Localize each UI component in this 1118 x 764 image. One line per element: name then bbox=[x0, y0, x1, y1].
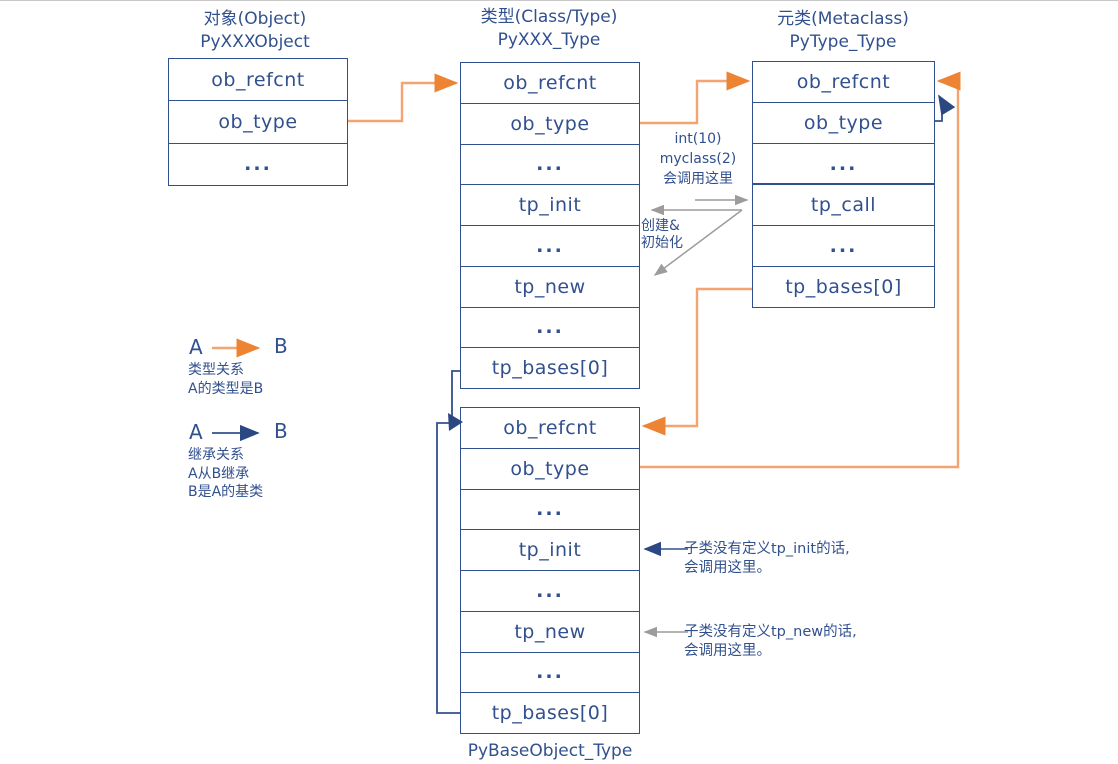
tp-new-note-line1: 子类没有定义tp_new的话, bbox=[684, 624, 857, 640]
inherit-line-class-tpbases bbox=[451, 370, 460, 422]
call-note-line1: int(10) bbox=[674, 131, 722, 147]
object-column-title: 对象(Object) PyXXXObject bbox=[145, 8, 365, 54]
metaclass-column-title: 元类(Metaclass) PyType_Type bbox=[733, 8, 953, 54]
type-arrow-class-to-metaclass bbox=[640, 71, 751, 125]
inherit-line-base-tpbases-loop bbox=[436, 422, 460, 714]
field-row-tp-call: tp_call bbox=[753, 183, 934, 225]
tp-init-note-line2: 会调用这里。 bbox=[684, 560, 771, 576]
call-note: int(10) myclass(2) 会调用这里 bbox=[645, 129, 751, 189]
class-box: ob_refcnt ob_type ... tp_init ... tp_new… bbox=[460, 62, 640, 389]
object-box: ob_refcnt ob_type ... bbox=[168, 58, 348, 186]
base-box: ob_refcnt ob_type ... tp_init ... tp_new… bbox=[460, 407, 640, 734]
call-note-line2: myclass(2) bbox=[659, 151, 737, 167]
field-row-ellipsis: ... bbox=[461, 225, 639, 266]
field-row-ellipsis: ... bbox=[753, 225, 934, 266]
legend-inherit-b: B bbox=[274, 419, 288, 443]
legend-inherit-line2: A从B继承 bbox=[188, 465, 250, 482]
legend-type-text: 类型关系 A的类型是B bbox=[188, 361, 263, 398]
field-row-ellipsis: ... bbox=[753, 142, 934, 184]
field-row-tp-init: tp_init bbox=[461, 184, 639, 225]
class-title-cn: 类型(Class/Type) bbox=[480, 7, 618, 27]
field-row-ellipsis: ... bbox=[461, 143, 639, 185]
call-note-line3: 会调用这里 bbox=[663, 171, 733, 187]
legend-type-a: A bbox=[189, 335, 203, 359]
field-row-ellipsis: ... bbox=[461, 488, 639, 530]
field-row-tp-bases: tp_bases[0] bbox=[461, 692, 639, 733]
field-row-tp-bases: tp_bases[0] bbox=[461, 347, 639, 388]
legend-type-line1: 类型关系 bbox=[188, 362, 244, 378]
tp-init-note-line1: 子类没有定义tp_init的话, bbox=[684, 541, 850, 557]
field-row-ob-refcnt: ob_refcnt bbox=[796, 70, 891, 93]
field-row-ellipsis: ... bbox=[461, 570, 639, 611]
base-box-caption: PyBaseObject_Type bbox=[467, 741, 633, 761]
legend-inherit-a: A bbox=[189, 420, 203, 444]
metaclass-title-struct: PyType_Type bbox=[789, 32, 897, 52]
legend-inherit-line1: 继承关系 bbox=[188, 447, 244, 463]
field-row-ob-refcnt: ob_refcnt bbox=[503, 416, 597, 439]
create-init-note: 创建& 初始化 bbox=[641, 218, 683, 251]
object-title-cn: 对象(Object) bbox=[203, 9, 307, 29]
tp-new-note-line2: 会调用这里。 bbox=[684, 643, 771, 659]
field-row-ellipsis: ... bbox=[169, 142, 347, 185]
field-row-ob-type: ob_type bbox=[461, 102, 639, 144]
object-title-struct: PyXXXObject bbox=[200, 32, 310, 52]
field-row-tp-new: tp_new bbox=[461, 610, 639, 652]
tp-init-note: 子类没有定义tp_init的话, 会调用这里。 bbox=[684, 540, 850, 578]
field-row-ob-type: ob_type bbox=[753, 101, 934, 143]
field-row-tp-bases: tp_bases[0] bbox=[753, 266, 934, 307]
field-row-ob-refcnt: ob_refcnt bbox=[211, 68, 305, 91]
field-row-ob-type: ob_type bbox=[461, 447, 639, 489]
legend-inherit-text: 继承关系 A从B继承 B是A的基类 bbox=[188, 446, 263, 502]
legend-inherit-line3: B是A的基类 bbox=[188, 484, 264, 500]
class-title-struct: PyXXX_Type bbox=[497, 30, 601, 50]
field-row-ob-refcnt: ob_refcnt bbox=[503, 71, 597, 94]
field-row-tp-new: tp_new bbox=[461, 265, 639, 307]
metaclass-box: ob_refcnt ob_type ... tp_call ... tp_bas… bbox=[752, 61, 935, 308]
field-row-ellipsis: ... bbox=[461, 651, 639, 693]
type-arrow-object-to-class bbox=[348, 73, 459, 123]
legend-type-b: B bbox=[274, 334, 288, 358]
metaclass-title-cn: 元类(Metaclass) bbox=[777, 9, 909, 29]
create-init-note-line1: 创建& bbox=[641, 218, 680, 234]
legend-type-line2: A的类型是B bbox=[188, 380, 264, 397]
field-row-ellipsis: ... bbox=[461, 306, 639, 348]
field-row-ob-type: ob_type bbox=[169, 100, 347, 142]
field-row-tp-init: tp_init bbox=[461, 529, 639, 570]
create-init-note-line2: 初始化 bbox=[641, 234, 683, 251]
class-column-title: 类型(Class/Type) PyXXX_Type bbox=[439, 6, 659, 52]
self-loop-arrow-metaclass bbox=[935, 94, 956, 122]
arrow-metaclass-tpbases-to-base bbox=[641, 287, 752, 436]
tp-new-note: 子类没有定义tp_new的话, 会调用这里。 bbox=[684, 623, 857, 661]
